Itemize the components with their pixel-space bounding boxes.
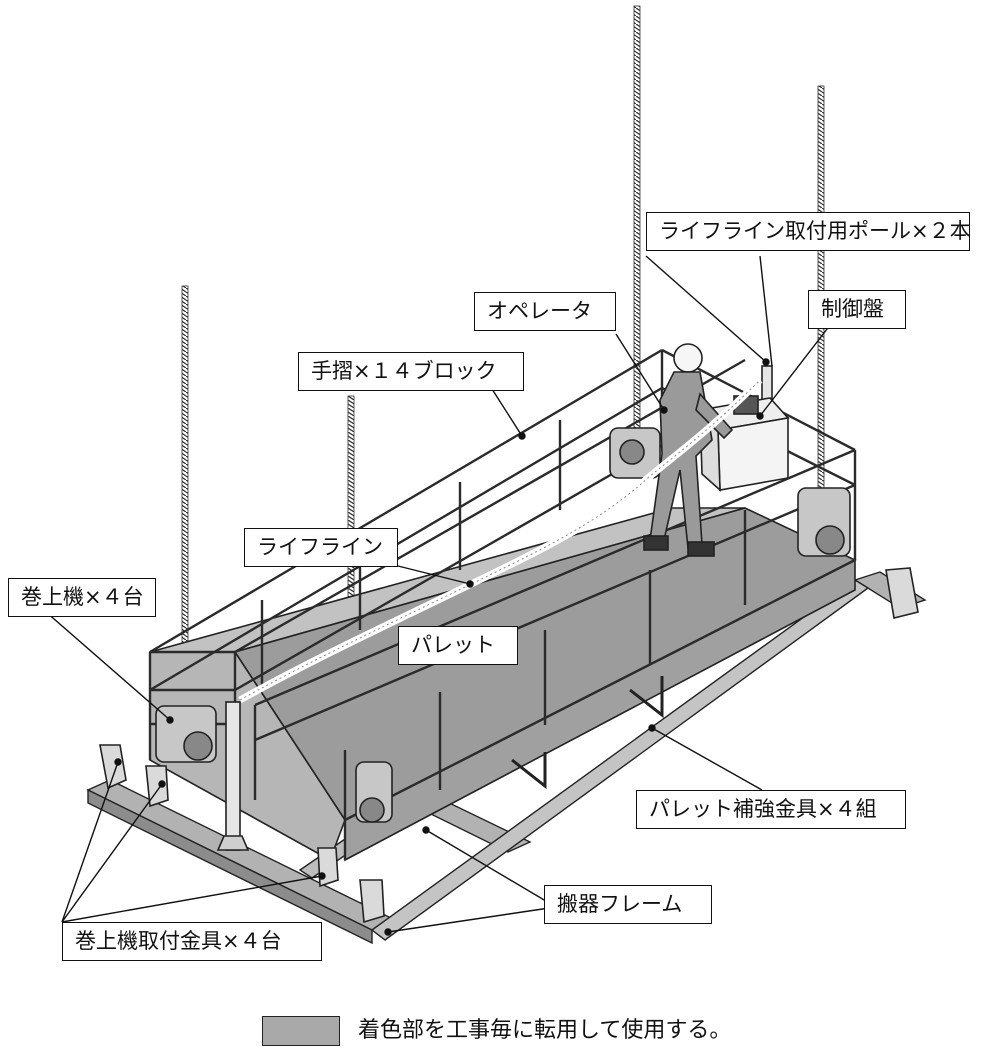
label-hoist: 巻上機×４台: [8, 578, 156, 617]
label-handrail: 手摺×１４ブロック: [298, 352, 524, 391]
pallet-reinforcement: [511, 676, 664, 790]
label-control-panel: 制御盤: [808, 290, 906, 329]
label-pallet: パレット: [398, 626, 518, 665]
label-operator: オペレータ: [474, 292, 616, 331]
wire-rope: [633, 5, 641, 451]
leader-lines: [29, 255, 835, 936]
label-hoist-bracket: 巻上機取付金具×４台: [62, 922, 322, 961]
legend-text: 着色部を工事毎に転用して使用する。: [358, 1018, 732, 1043]
label-pallet-reinforcement: パレット補強金具×４組: [636, 790, 906, 829]
label-lifeline-pole: ライフライン取付用ポール×２本: [646, 212, 971, 251]
lifeline-outline: [239, 379, 761, 701]
legend-swatch: [262, 1016, 340, 1046]
label-lifeline: ライフライン: [244, 528, 398, 567]
label-carrier-frame: 搬器フレーム: [544, 885, 712, 924]
lifeline-poles: [216, 365, 773, 851]
